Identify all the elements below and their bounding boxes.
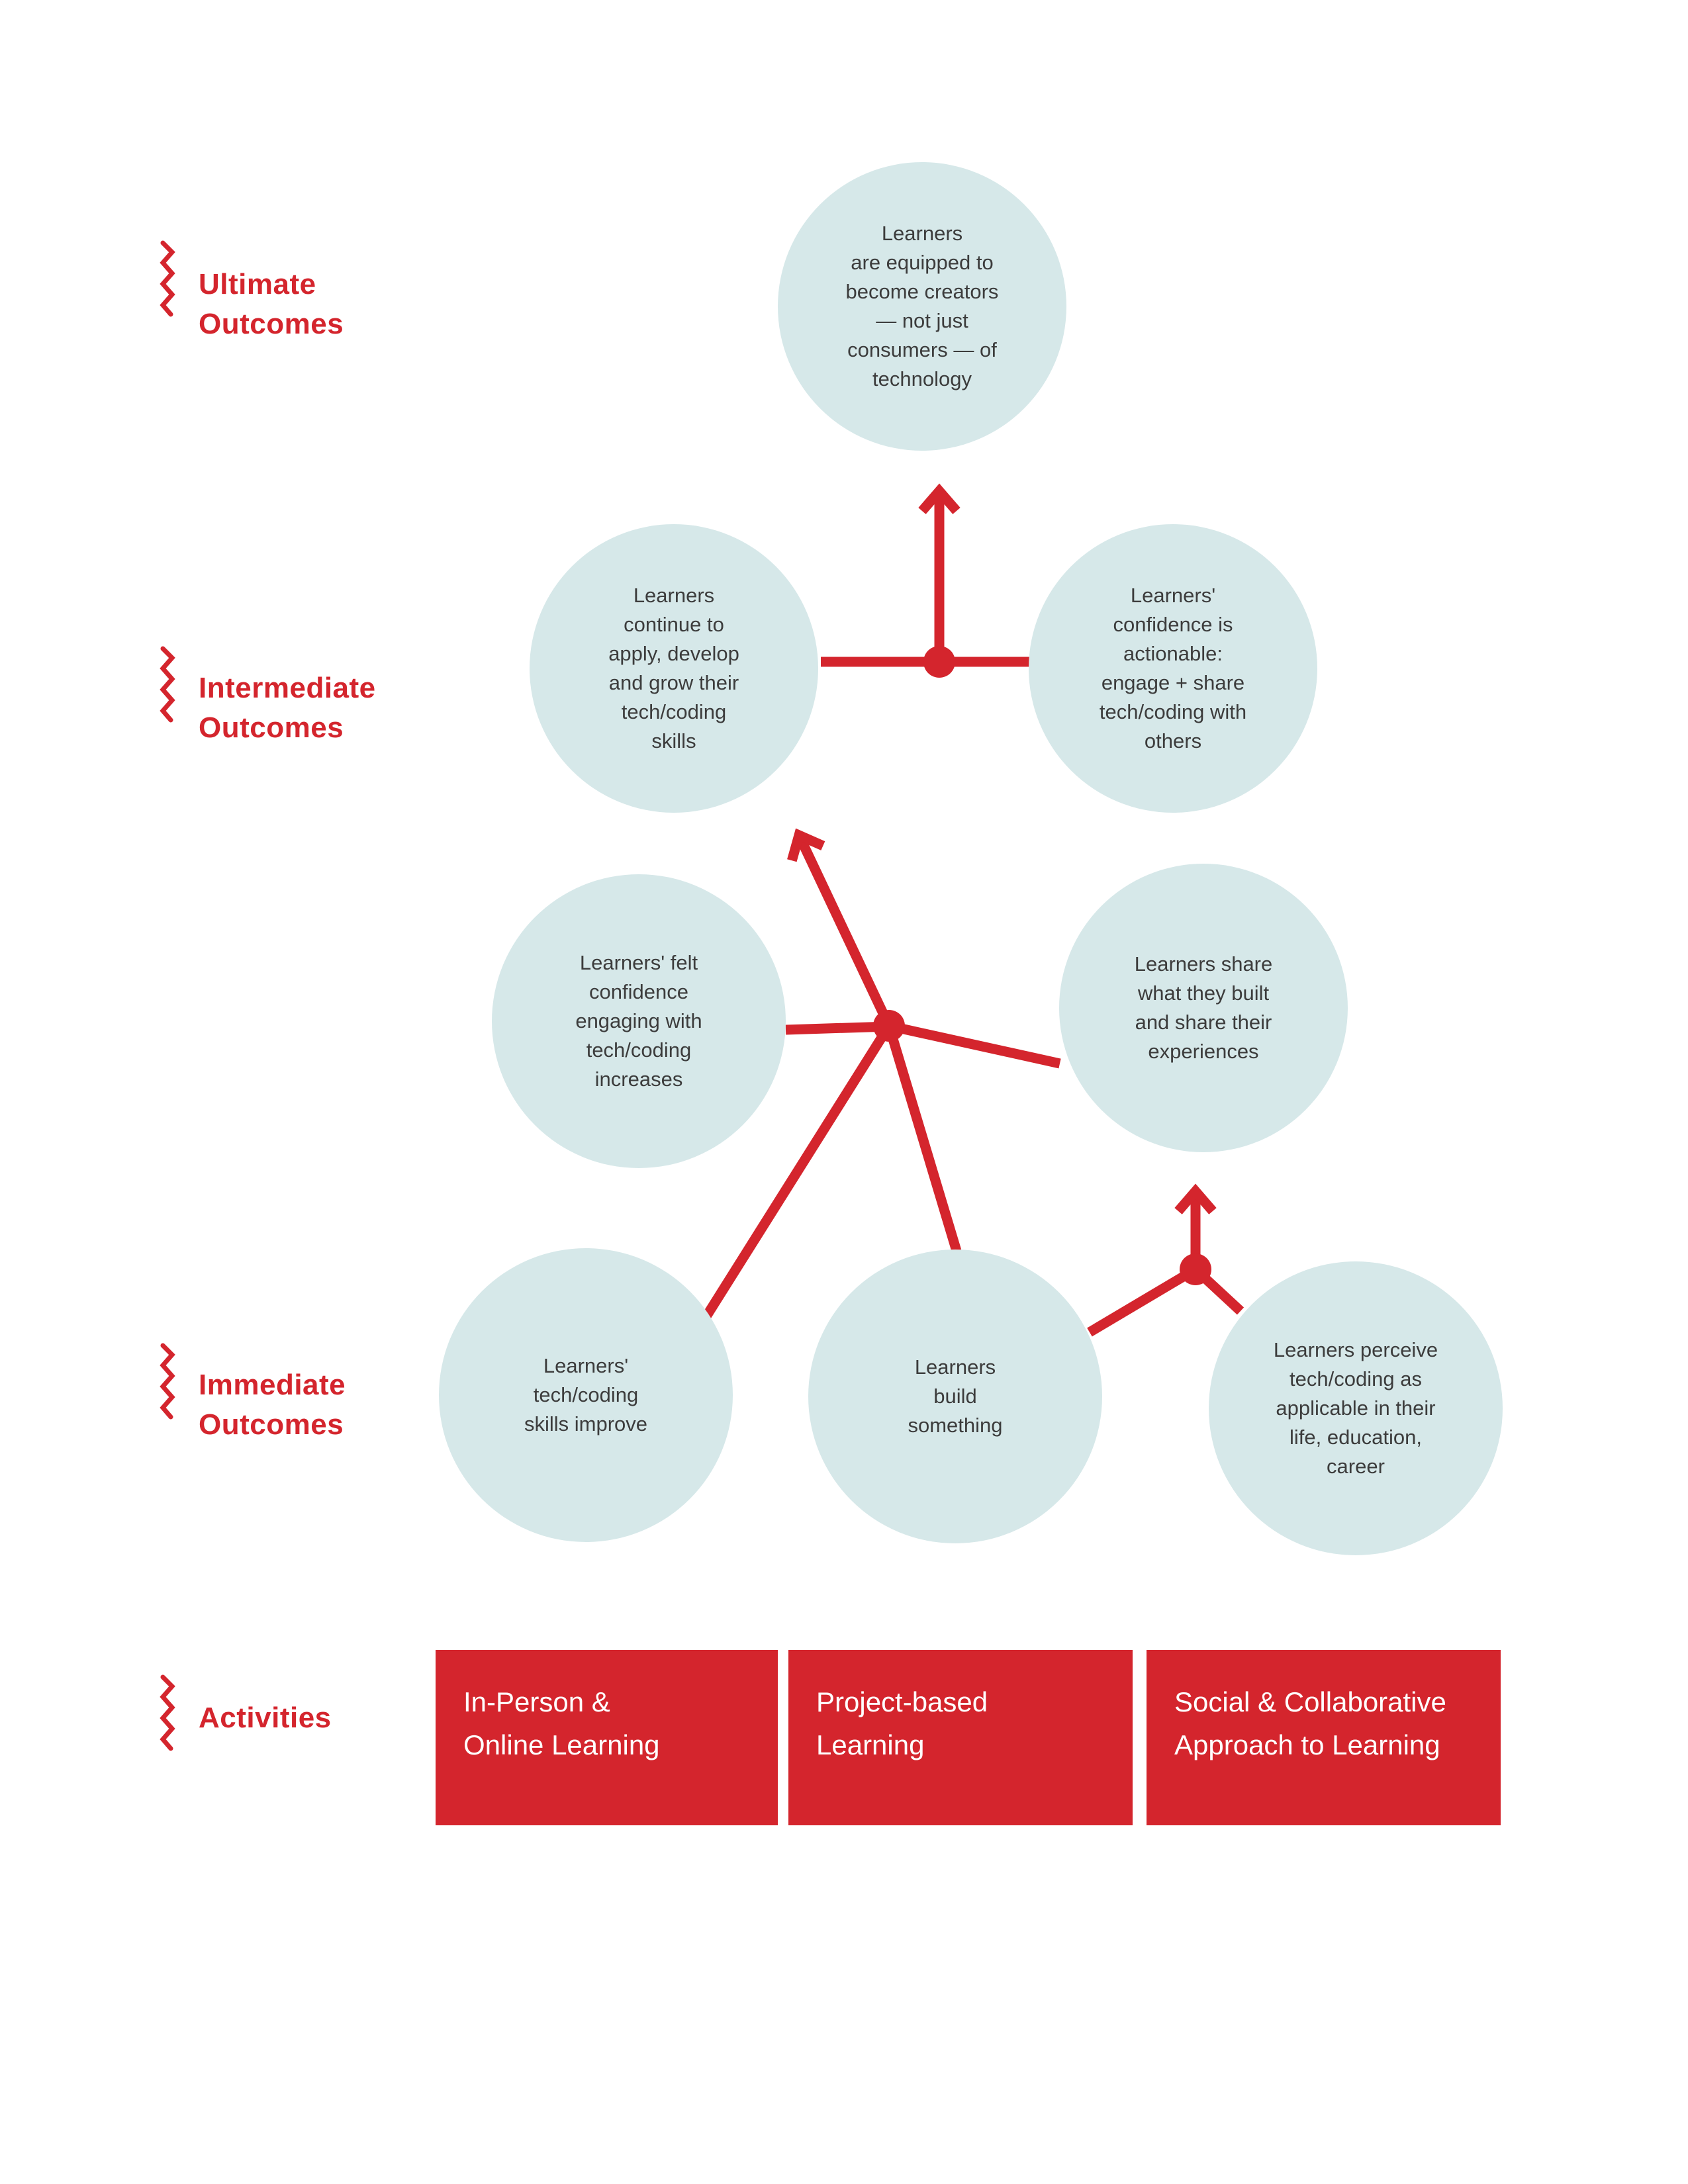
- circle-continue-apply-develop: Learners continue to apply, develop and …: [530, 524, 818, 813]
- squiggle-bracket-icon: [160, 240, 175, 317]
- activity-box-project-based-learning: Project-based Learning: [788, 1650, 1133, 1825]
- activity-box-social-collaborative-learning: Social & Collaborative Approach to Learn…: [1147, 1650, 1501, 1825]
- junction-dot-icon: [923, 646, 955, 678]
- circle-perceive-applicable: Learners perceive tech/coding as applica…: [1209, 1261, 1503, 1555]
- row-label-immediate-outcomes: Immediate Outcomes: [199, 1369, 346, 1441]
- junction-dot-icon: [1180, 1253, 1211, 1285]
- connector-line: [1087, 1265, 1198, 1337]
- squiggle-bracket-icon: [160, 1674, 175, 1751]
- connector-line: [785, 1021, 890, 1035]
- row-label-activities: Activities: [199, 1702, 332, 1734]
- arrow-up-left-icon: [787, 828, 894, 1028]
- row-label-ultimate-outcomes: Ultimate Outcomes: [199, 268, 344, 340]
- connector-line: [884, 1024, 962, 1253]
- circle-confidence-actionable: Learners' confidence is actionable: enga…: [1029, 524, 1317, 813]
- connector-line: [888, 1021, 1061, 1069]
- row-label-intermediate-outcomes: Intermediate Outcomes: [199, 672, 376, 744]
- activity-box-in-person-online-learning: In-Person & Online Learning: [436, 1650, 778, 1825]
- circle-skills-improve: Learners' tech/coding skills improve: [439, 1248, 733, 1542]
- squiggle-bracket-icon: [160, 1343, 175, 1420]
- circle-ultimate-outcome: Learners are equipped to become creators…: [778, 162, 1066, 451]
- circle-build-something: Learners build something: [808, 1250, 1102, 1543]
- junction-dot-icon: [873, 1010, 905, 1042]
- connector-line: [702, 1023, 894, 1319]
- circle-share-what-they-built: Learners share what they built and share…: [1059, 864, 1348, 1152]
- squiggle-bracket-icon: [160, 646, 175, 723]
- circle-felt-confidence-increases: Learners' felt confidence engaging with …: [492, 874, 786, 1168]
